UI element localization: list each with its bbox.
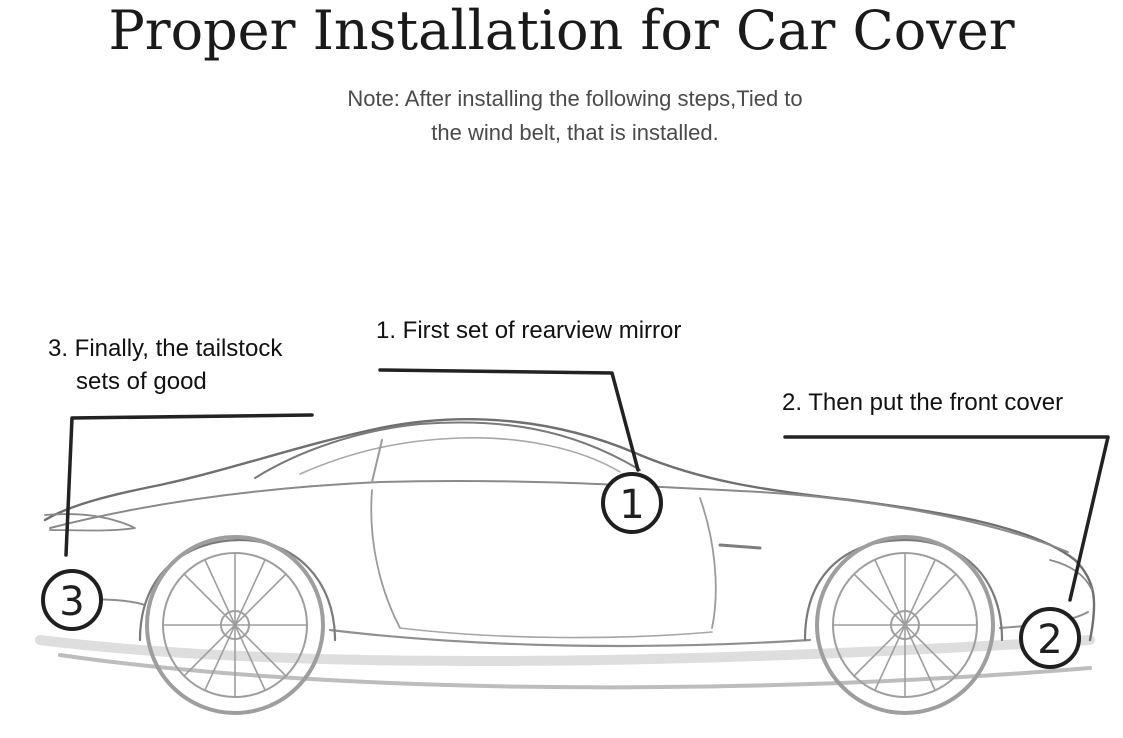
note-line-2: the wind belt, that is installed. <box>431 120 719 145</box>
note-line-1: Note: After installing the following ste… <box>347 86 803 111</box>
page-title: Proper Installation for Car Cover <box>108 0 1015 62</box>
rear-wheel <box>145 535 325 715</box>
step-1-label: 1. First set of rearview mirror <box>376 314 681 347</box>
leader-line-2 <box>783 435 1110 602</box>
step-marker-1: 1 <box>601 472 663 534</box>
installation-note: Note: After installing the following ste… <box>0 82 1123 150</box>
step-3-label-line-1: 3. Finally, the tailstock <box>48 335 283 362</box>
step-3-label: 3. Finally, the tailstock sets of good <box>48 332 282 398</box>
car-sketch <box>35 418 1096 690</box>
step-marker-3-number: 3 <box>59 579 84 625</box>
leader-line-1 <box>378 368 640 472</box>
step-1-label-line-1: 1. First set of rearview mirror <box>376 317 682 344</box>
front-wheel <box>815 535 995 715</box>
step-2-label-line-1: 2. Then put the front cover <box>782 389 1064 416</box>
step-2-label: 2. Then put the front cover <box>782 386 1063 419</box>
leader-lines <box>64 368 1110 602</box>
step-marker-2: 2 <box>1019 607 1081 669</box>
step-3-label-line-2: sets of good <box>76 368 207 395</box>
step-marker-3: 3 <box>41 569 103 631</box>
step-marker-1-number: 1 <box>619 482 644 528</box>
step-marker-2-number: 2 <box>1037 617 1062 663</box>
leader-line-3 <box>64 413 314 557</box>
